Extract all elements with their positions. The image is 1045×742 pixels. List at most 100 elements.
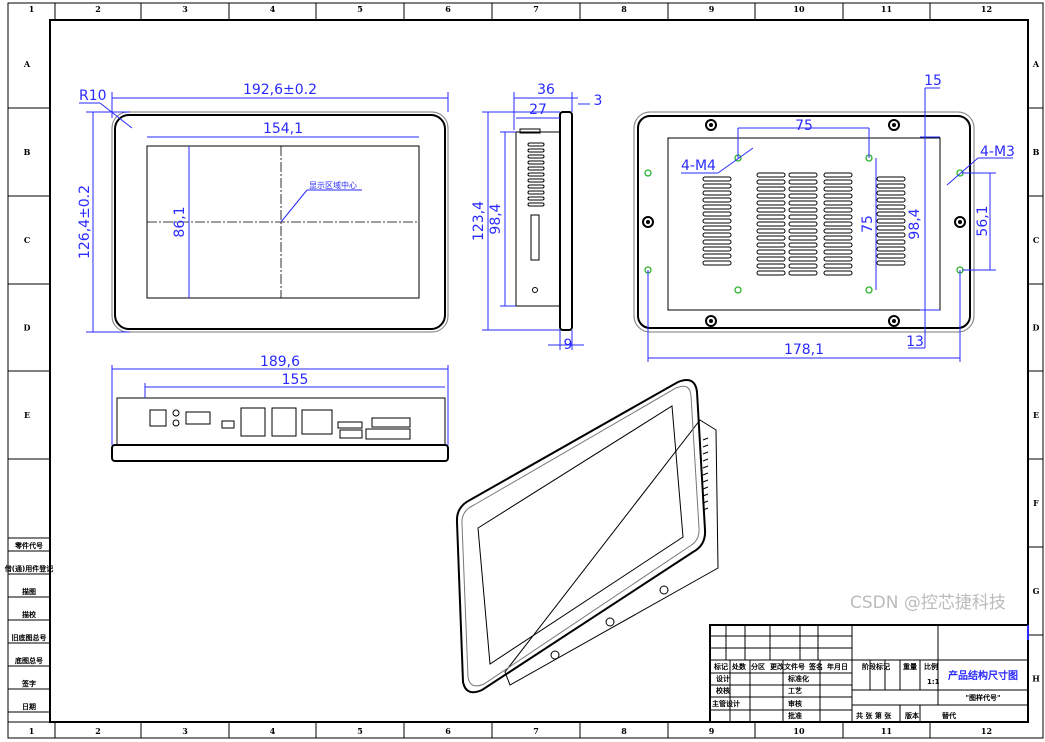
zone-row-label: C bbox=[24, 235, 30, 245]
side-view: 36 27 3 123,4 98,4 9 bbox=[471, 82, 602, 353]
outer-frame bbox=[7, 2, 1044, 739]
dim-rear-body-height: 98,4 bbox=[907, 208, 923, 239]
zone-row-label: E bbox=[24, 410, 30, 420]
dim-bottom-width-body: 155 bbox=[282, 372, 309, 388]
dim-radius: R10 bbox=[79, 88, 107, 104]
dim-m3-width: 178,1 bbox=[784, 342, 824, 358]
title-block-cell: 批准 bbox=[788, 711, 802, 720]
zone-column-label: 10 bbox=[793, 726, 805, 736]
title-block-cell: 主管设计 bbox=[712, 699, 740, 708]
zone-row-label: C bbox=[1033, 235, 1039, 245]
zone-column-label: 5 bbox=[357, 4, 363, 14]
zone-row-label: A bbox=[23, 59, 31, 69]
drawing-title: 产品结构尺寸图 bbox=[948, 669, 1018, 682]
stamp-label: 借(通)用件登记 bbox=[4, 564, 53, 573]
zone-row-label: B bbox=[24, 147, 31, 157]
title-block-cell: 阶段标记 bbox=[862, 662, 890, 671]
stamp-label: 底图总号 bbox=[15, 656, 43, 665]
zone-column-label: 9 bbox=[709, 726, 715, 736]
screw-hole bbox=[644, 169, 652, 177]
zone-column-label: 3 bbox=[182, 4, 188, 14]
zone-grid: 112233445566778899101011111212AABBCCDDEE… bbox=[8, 3, 1043, 738]
dim-display-width: 154,1 bbox=[263, 121, 303, 137]
front-view: 显示区域中心 192,6±0.2 154,1 86,1 126,4±0.2 R1… bbox=[77, 82, 449, 333]
zone-column-label: 4 bbox=[270, 4, 276, 14]
zone-column-label: 1 bbox=[29, 4, 35, 14]
dim-vesa-h: 75 bbox=[795, 118, 813, 134]
mount-hole bbox=[705, 119, 717, 131]
stamp-label: 描校 bbox=[22, 610, 37, 619]
zone-column-label: 2 bbox=[95, 4, 101, 14]
dim-side-bottom: 9 bbox=[564, 337, 573, 353]
dim-top-offset: 15 bbox=[924, 73, 942, 89]
zone-column-label: 8 bbox=[621, 726, 627, 736]
zone-column-label: 12 bbox=[981, 726, 992, 736]
title-block-cell: 工艺 bbox=[788, 686, 802, 695]
zone-column-label: 5 bbox=[357, 726, 363, 736]
title-block-cell: 标记 bbox=[713, 662, 728, 671]
mount-hole bbox=[954, 216, 966, 228]
scale-value: 1:1 bbox=[927, 678, 940, 686]
zone-column-label: 6 bbox=[445, 4, 451, 14]
zone-column-label: 7 bbox=[533, 4, 539, 14]
stamp-label: 旧底图总号 bbox=[12, 633, 47, 642]
dim-front-height: 126,4±0.2 bbox=[77, 185, 93, 259]
label-m4: 4-M4 bbox=[681, 158, 716, 174]
zone-column-label: 7 bbox=[533, 726, 539, 736]
zone-column-label: 10 bbox=[793, 4, 805, 14]
title-block-cell: 设计 bbox=[716, 674, 730, 683]
title-block-cell: 比例 bbox=[924, 662, 938, 671]
title-block-cell: 年月日 bbox=[827, 662, 848, 671]
screw-hole bbox=[865, 286, 873, 294]
title-block-cell: 更改文件号 bbox=[770, 662, 805, 671]
dim-display-height: 86,1 bbox=[172, 206, 188, 237]
title-block-cell: 分区 bbox=[751, 662, 765, 671]
usb-port-2 bbox=[271, 407, 297, 437]
display-center-note: 显示区域中心 bbox=[309, 180, 357, 190]
usb-micro-port bbox=[221, 420, 235, 429]
stamp-label: 零件代号 bbox=[14, 541, 43, 550]
stamp-label: 描图 bbox=[22, 587, 36, 596]
zone-column-label: 12 bbox=[981, 4, 992, 14]
usb-port-1 bbox=[240, 407, 266, 437]
dim-vesa-v: 75 bbox=[860, 215, 876, 233]
title-block: 标记 处数 分区 更改文件号 签名 年月日 设计 校核 主管设计 标准化 工艺 … bbox=[709, 624, 1029, 723]
title-block-cell: 校核 bbox=[716, 686, 730, 695]
mount-hole bbox=[888, 315, 900, 327]
zone-column-label: 1 bbox=[29, 726, 35, 736]
title-block-cell: 标准化 bbox=[787, 674, 809, 683]
stamp-label: 签字 bbox=[21, 679, 36, 688]
title-block-cell: 共 张 第 张 bbox=[856, 711, 892, 720]
zone-column-label: 2 bbox=[95, 726, 101, 736]
hdmi-port bbox=[185, 411, 211, 425]
zone-row-label: H bbox=[1032, 674, 1040, 684]
bottom-view: 189,6 155 bbox=[111, 354, 449, 462]
screw-hole bbox=[734, 286, 742, 294]
zone-row-label: B bbox=[1033, 147, 1040, 157]
title-block-cell: 签名 bbox=[808, 662, 823, 671]
title-block-cell: 重量 bbox=[903, 662, 917, 671]
dim-side-height-outer: 123,4 bbox=[471, 201, 487, 241]
title-block-cell: 处数 bbox=[731, 662, 747, 671]
zone-column-label: 3 bbox=[182, 726, 188, 736]
ethernet-port bbox=[301, 409, 333, 435]
title-block-cell: 版本 bbox=[905, 711, 919, 720]
dim-depth-total: 36 bbox=[537, 82, 555, 98]
zone-row-label: A bbox=[1032, 59, 1040, 69]
dim-bottom-offset: 13 bbox=[906, 334, 924, 350]
inner-frame bbox=[49, 19, 1029, 723]
dim-bottom-width-outer: 189,6 bbox=[260, 354, 300, 370]
dim-depth-body: 27 bbox=[529, 102, 547, 118]
zone-row-label: F bbox=[1033, 498, 1039, 508]
title-block-cell: 替代 bbox=[942, 711, 956, 720]
dim-bezel: 3 bbox=[594, 93, 603, 109]
isometric-view bbox=[455, 379, 719, 694]
zone-row-label: G bbox=[1033, 586, 1040, 596]
drawing-code: "图样代号" bbox=[965, 693, 1000, 702]
zone-column-label: 8 bbox=[621, 4, 627, 14]
zone-row-label: D bbox=[1033, 323, 1040, 333]
watermark: CSDN @控芯捷科技 bbox=[850, 593, 1006, 613]
zone-row-label: E bbox=[1033, 410, 1039, 420]
